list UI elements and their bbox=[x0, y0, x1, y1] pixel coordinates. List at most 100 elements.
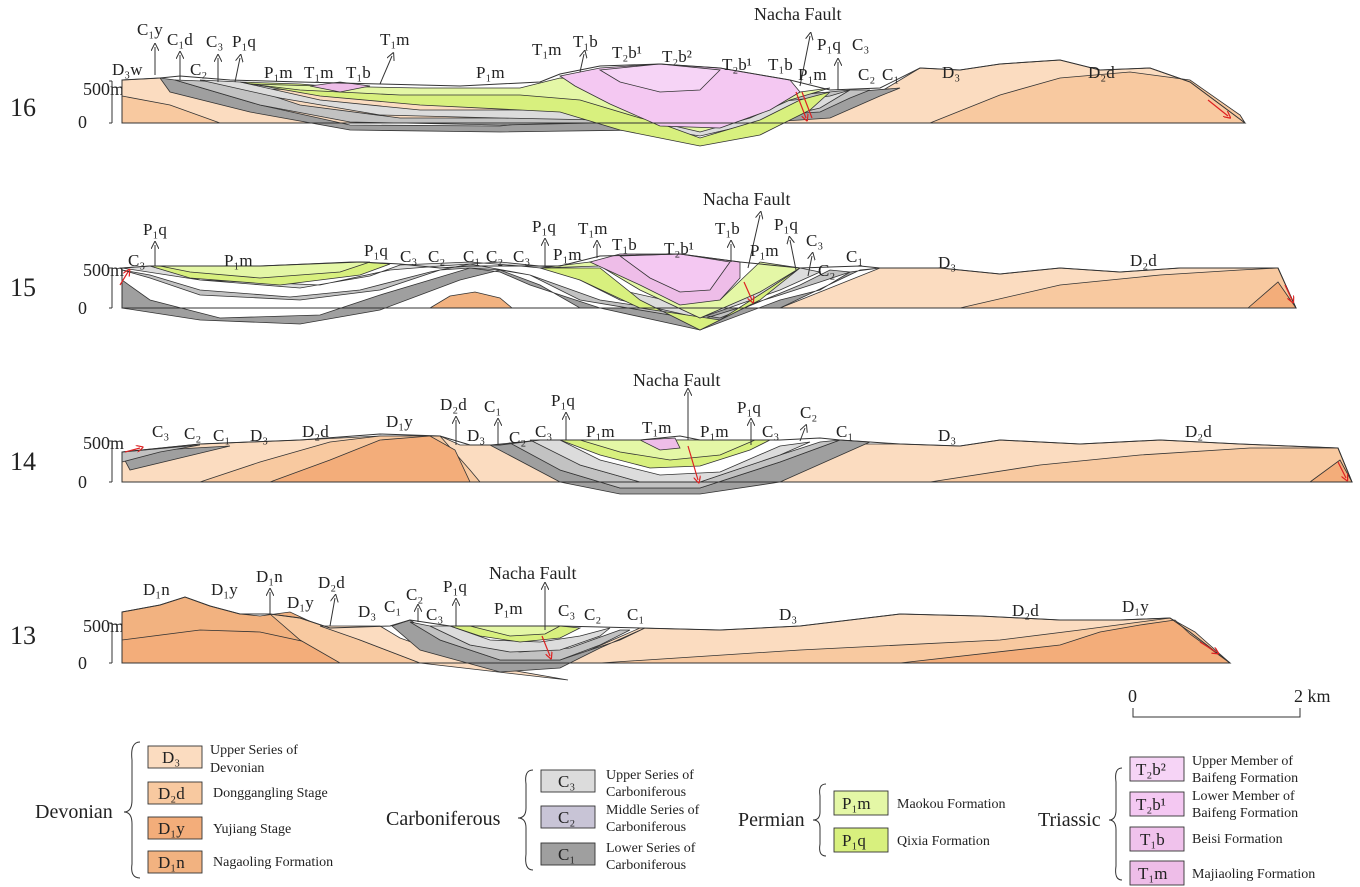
unit-label: C₁ bbox=[463, 247, 480, 266]
section-number: 16 bbox=[10, 93, 36, 122]
axis-bracket bbox=[109, 622, 113, 664]
unit-label: D₃w bbox=[112, 60, 143, 79]
unit-label: P₁q bbox=[774, 215, 798, 234]
axis-label-top: 500m bbox=[83, 433, 124, 453]
unit-c3 bbox=[429, 625, 611, 653]
unit-label: T₂b² bbox=[662, 47, 692, 66]
unit-label: T₂b¹ bbox=[664, 239, 694, 258]
legend-code: P₁q bbox=[842, 831, 866, 850]
legend-desc: Baifeng Formation bbox=[1192, 806, 1298, 821]
legend-desc: Carboniferous bbox=[606, 785, 686, 800]
legend-swatch-p1m bbox=[833, 790, 889, 816]
legend-swatch-t2b1 bbox=[1129, 791, 1185, 817]
unit-label: T₁b bbox=[715, 219, 740, 238]
unit-label: D₁y bbox=[287, 593, 314, 612]
unit-d2d bbox=[428, 291, 514, 309]
legend-period-title: Permian bbox=[738, 809, 805, 831]
section-number: 14 bbox=[10, 447, 36, 476]
unit-label: C₂ bbox=[428, 247, 445, 266]
unit-label: D₂d bbox=[1130, 251, 1157, 270]
legend-swatch-d1y bbox=[147, 816, 203, 840]
unit-label: C₂ bbox=[818, 261, 835, 280]
legend-code: C₃ bbox=[558, 772, 575, 791]
unit-label: P₁q bbox=[551, 391, 575, 410]
legend-group-devonian: Devonian D₃ Upper Series of Devonian D₂d… bbox=[35, 741, 333, 879]
unit-label: P₁m bbox=[798, 65, 827, 84]
shear-arrow bbox=[119, 272, 128, 286]
unit-label: D₃ bbox=[779, 605, 797, 624]
unit-label: C₁d bbox=[167, 30, 193, 49]
unit-label: P₁m bbox=[494, 599, 523, 618]
legend-desc: Qixia Formation bbox=[897, 834, 990, 849]
legend-code: D₃ bbox=[162, 748, 180, 767]
shear-arrow bbox=[1199, 641, 1216, 652]
topography-line bbox=[121, 59, 1247, 124]
legend-code: D₁n bbox=[158, 853, 185, 872]
topography-line bbox=[121, 253, 1297, 309]
unit-label: D₂d bbox=[318, 573, 345, 592]
nacha-fault: Nacha Fault bbox=[489, 563, 576, 656]
unit-label: D₁n bbox=[143, 580, 170, 599]
unit-label: D₂d bbox=[1088, 63, 1115, 82]
section-14: 14 500m 0 Nacha Fault C₃ C₂ C₁ D₃ bbox=[10, 370, 1353, 495]
unit-labels: D₃w C₁y C₁d C₃ P₁q C₂ P₁m T₁m T₁b T₁m P₁… bbox=[112, 20, 1115, 90]
unit-label: C₃ bbox=[513, 247, 530, 266]
scale-start: 0 bbox=[1128, 686, 1137, 706]
unit-label: C₁ bbox=[213, 426, 230, 445]
legend-group-triassic: Triassic T₂b² Upper Member of Baifeng Fo… bbox=[1038, 754, 1315, 886]
legend-code: D₂d bbox=[158, 784, 185, 803]
fault-label: Nacha Fault bbox=[703, 189, 790, 209]
legend-desc: Carboniferous bbox=[606, 820, 686, 835]
unit-label: P₁m bbox=[750, 241, 779, 260]
legend-swatch-t1b bbox=[1129, 826, 1185, 852]
legend-brace bbox=[123, 741, 141, 879]
unit-label: T₁m bbox=[642, 418, 672, 437]
legend-swatch-p1q bbox=[833, 827, 889, 853]
scale-end: 2 km bbox=[1294, 686, 1331, 706]
unit-label: C₁ bbox=[627, 605, 644, 624]
section-15: 15 500m 0 Nacha Fault P₁q C₃ P₁m P₁q bbox=[10, 189, 1297, 331]
legend-desc: Devonian bbox=[210, 761, 264, 776]
unit-label: D₂d bbox=[1012, 601, 1039, 620]
unit-label: C₁ bbox=[484, 397, 501, 416]
unit-label: C₂ bbox=[190, 60, 207, 79]
legend-desc: Upper Series of bbox=[210, 743, 298, 758]
unit-label: C₂ bbox=[406, 585, 423, 604]
unit-label: C₂ bbox=[509, 428, 526, 447]
unit-label: C₃ bbox=[206, 32, 223, 51]
nacha-fault: Nacha Fault bbox=[754, 4, 841, 118]
unit-label: D₁y bbox=[1122, 597, 1149, 616]
legend-swatch-c1 bbox=[540, 842, 596, 866]
unit-label: P₁m bbox=[224, 251, 253, 270]
fault-label: Nacha Fault bbox=[489, 563, 576, 583]
unit-label: C₂ bbox=[486, 247, 503, 266]
unit-label: C₂ bbox=[184, 424, 201, 443]
unit-label: C₂ bbox=[584, 605, 601, 624]
unit-t1m bbox=[309, 81, 371, 93]
legend-desc: Donggangling Stage bbox=[213, 786, 328, 801]
topography-line bbox=[121, 433, 1353, 483]
unit-label: D₃ bbox=[250, 426, 268, 445]
unit-label: C₃ bbox=[400, 247, 417, 266]
legend: Devonian D₃ Upper Series of Devonian D₂d… bbox=[35, 741, 1315, 886]
unit-label: C₃ bbox=[806, 231, 823, 250]
fault-label: Nacha Fault bbox=[754, 4, 841, 24]
section-number: 15 bbox=[10, 273, 36, 302]
axis-bracket bbox=[109, 267, 113, 309]
unit-label: C₃ bbox=[762, 422, 779, 441]
section-number: 13 bbox=[10, 621, 36, 650]
legend-code: C₁ bbox=[558, 845, 575, 864]
unit-d2d bbox=[929, 71, 1246, 124]
legend-period-title: Devonian bbox=[35, 801, 113, 823]
shear-arrow bbox=[1284, 284, 1292, 300]
unit-label: P₁q bbox=[232, 32, 256, 51]
fault-label: Nacha Fault bbox=[633, 370, 720, 390]
legend-desc: Carboniferous bbox=[606, 858, 686, 873]
legend-group-carboniferous: Carboniferous C₃ Upper Series of Carboni… bbox=[386, 768, 700, 873]
unit-label: C₁ bbox=[384, 597, 401, 616]
unit-label: D₃ bbox=[938, 426, 956, 445]
axis-label-top: 500m bbox=[83, 79, 124, 99]
legend-desc: Maokou Formation bbox=[897, 797, 1006, 812]
unit-label: P₁q bbox=[817, 35, 841, 54]
unit-p1m bbox=[249, 77, 831, 133]
